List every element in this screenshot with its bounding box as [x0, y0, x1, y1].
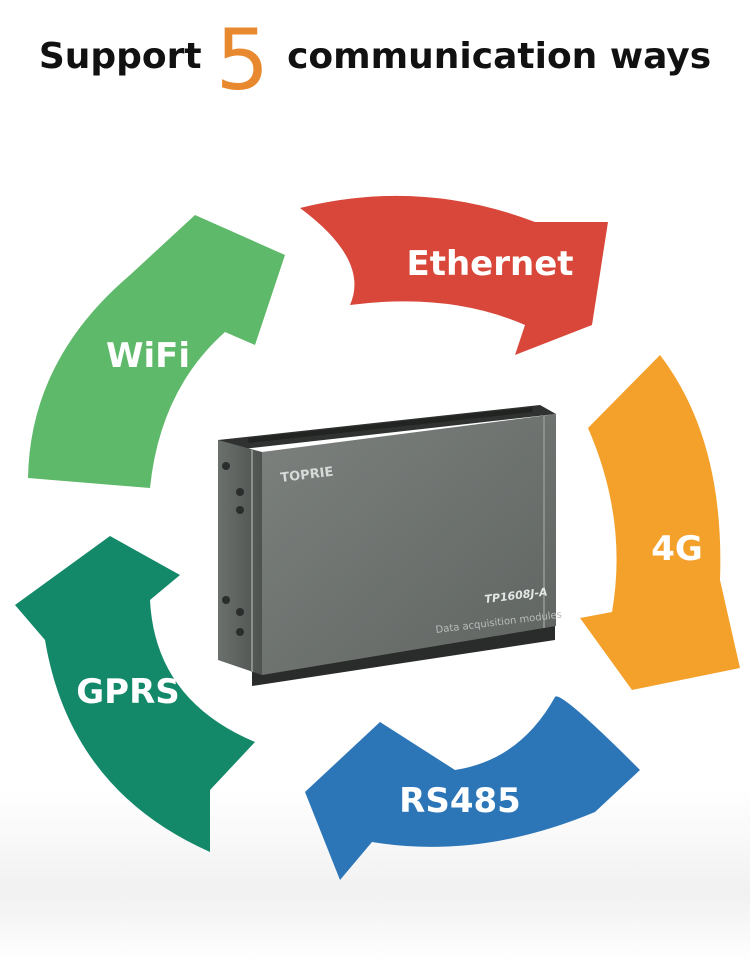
device-front-face — [262, 414, 556, 675]
device-bottom-terminals — [252, 625, 555, 686]
arrow-wifi: WiFi — [28, 215, 285, 488]
label-gprs: GPRS — [76, 672, 180, 712]
heading-prefix: Support — [38, 35, 202, 77]
label-rs485: RS485 — [399, 781, 521, 821]
device-top-screws — [247, 407, 533, 443]
label-4g: 4G — [651, 529, 703, 569]
device-module: TOPRIE TP1608J-A Data acquisition module… — [218, 405, 563, 686]
heading-suffix: communication ways — [287, 35, 712, 77]
arrow-gprs-shape — [15, 536, 255, 852]
label-wifi: WiFi — [106, 336, 190, 376]
arrow-rs485-shape — [305, 696, 640, 880]
page-heading: Support 5 communication ways — [0, 8, 750, 104]
device-brand: TOPRIE — [280, 465, 335, 486]
arrow-ethernet: Ethernet — [300, 195, 608, 355]
arrow-ethernet-shape — [300, 195, 608, 355]
arrow-gprs: GPRS — [15, 536, 255, 852]
arrow-wifi-shape — [28, 215, 285, 488]
arrow-4g-shape — [580, 355, 740, 690]
heading-number: 5 — [215, 11, 270, 109]
device-side-panel — [218, 440, 262, 675]
arrow-rs485: RS485 — [305, 696, 640, 880]
label-ethernet: Ethernet — [406, 244, 573, 284]
device-mounting-holes — [222, 462, 244, 636]
arrow-4g: 4G — [580, 355, 740, 690]
